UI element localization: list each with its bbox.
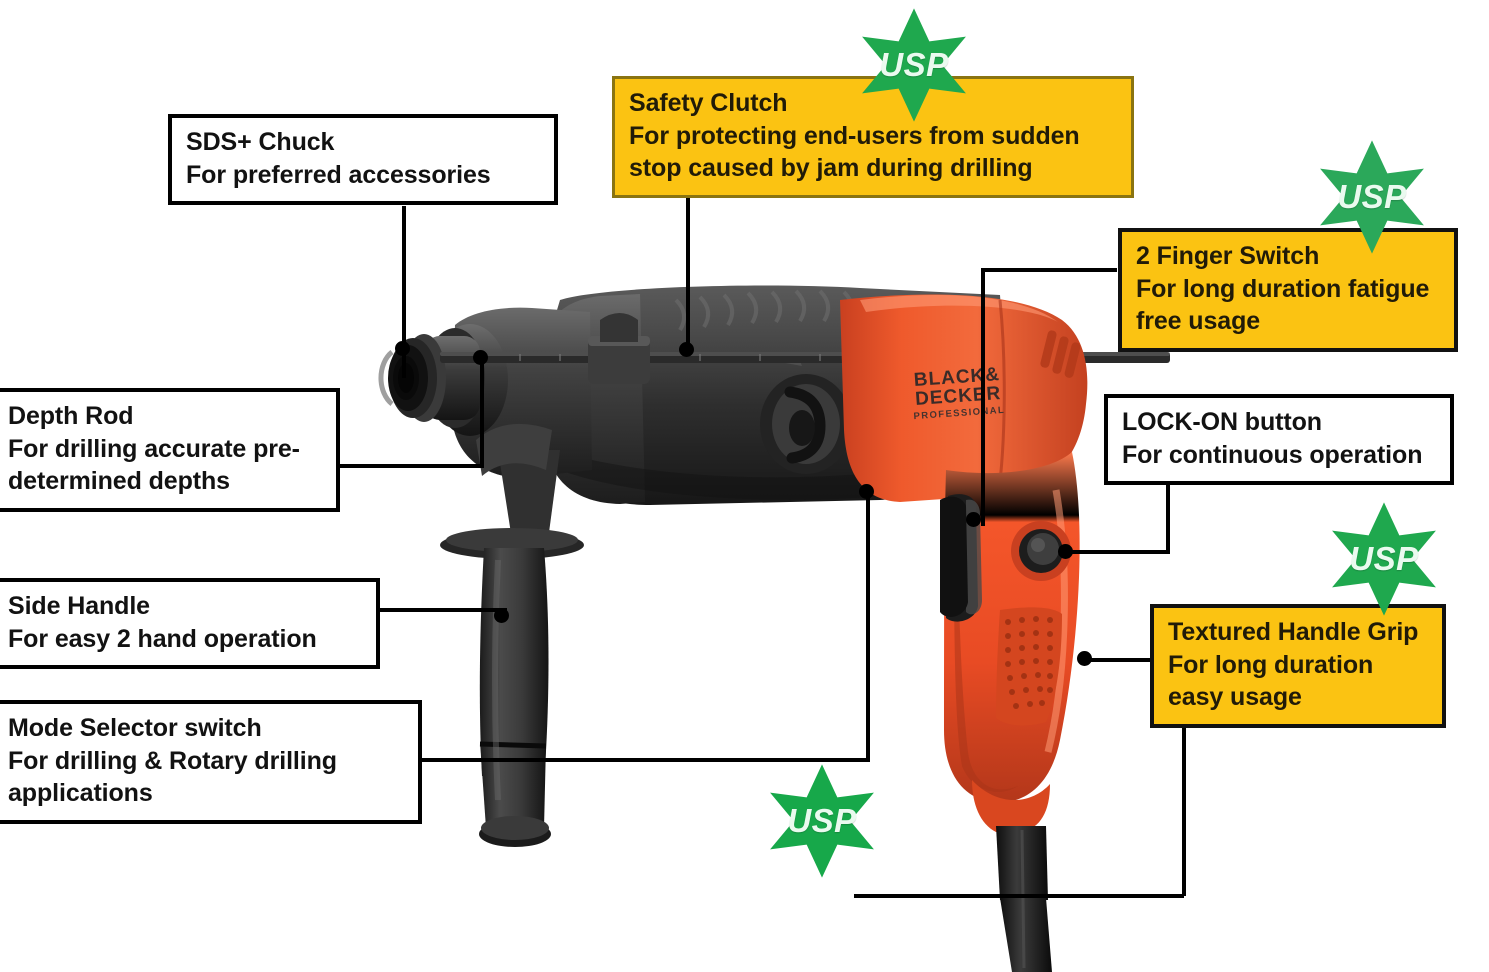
callout-safety-clutch-line-2: For protecting end-users from sudden — [629, 121, 1080, 150]
callout-mode-selector-switch[interactable]: Mode Selector switch For drilling & Rota… — [0, 700, 422, 824]
usp-badge-2-finger-switch: USP — [1294, 138, 1450, 256]
leader-line-depth-rod-v — [480, 360, 484, 466]
callout-2-finger-switch-line-3: free usage — [1136, 307, 1261, 335]
leader-line-safety-clutch — [686, 190, 690, 352]
leader-dot-2-finger-switch — [966, 512, 981, 527]
leader-line-mode-selector-h — [420, 758, 870, 762]
leader-line-side-handle-h — [377, 608, 507, 612]
leader-dot-sds-chuck — [395, 341, 410, 356]
leader-line-lock-on-h — [1066, 550, 1170, 554]
leader-line-2-finger-switch-h — [981, 268, 1117, 272]
callout-safety-clutch-line-1: Safety Clutch — [629, 89, 788, 117]
callout-safety-clutch-line-3: stop caused by jam during drilling — [629, 154, 1033, 182]
callout-side-handle-line-2: For easy 2 hand operation — [8, 624, 317, 653]
callout-mode-selector-line-3: applications — [8, 779, 153, 807]
callout-textured-grip-line-2: For long duration — [1168, 650, 1374, 679]
callout-2-finger-switch[interactable]: 2 Finger Switch For long duration fatigu… — [1118, 228, 1458, 352]
callout-side-handle[interactable]: Side Handle For easy 2 hand operation — [0, 578, 380, 669]
leader-dot-side-handle — [494, 608, 509, 623]
six-point-star-icon — [862, 8, 966, 122]
callout-depth-rod-line-1: Depth Rod — [8, 402, 134, 430]
leader-line-2-finger-switch-v — [981, 268, 985, 526]
six-point-star-icon — [770, 764, 874, 878]
callout-sds-chuck-line-1: SDS+ Chuck — [186, 128, 335, 156]
callout-textured-grip-line-1: Textured Handle Grip — [1168, 618, 1419, 646]
six-point-star-icon — [1332, 502, 1436, 616]
leader-dot-lock-on — [1058, 544, 1073, 559]
callout-side-handle-line-1: Side Handle — [8, 592, 150, 620]
callout-mode-selector-line-2: For drilling & Rotary drilling — [8, 746, 337, 775]
leader-line-lower-right-stub-v — [1182, 722, 1186, 896]
leader-line-mode-selector-v — [866, 492, 870, 760]
leader-line-lower-right-stub — [854, 894, 1184, 898]
callout-textured-grip-line-3: easy usage — [1168, 683, 1302, 711]
callout-safety-clutch[interactable]: Safety Clutch For protecting end-users f… — [612, 76, 1134, 198]
leader-dot-mode-selector — [859, 484, 874, 499]
leader-line-textured-grip-h — [1084, 658, 1156, 662]
callout-sds-chuck-line-2: For preferred accessories — [186, 160, 491, 189]
six-point-star-icon — [1320, 140, 1424, 254]
callout-lock-on-line-2: For continuous operation — [1122, 440, 1423, 469]
callout-depth-rod-line-3: determined depths — [8, 467, 230, 495]
usp-badge-mode-selector: USP — [744, 762, 900, 880]
leader-line-lock-on-v — [1166, 478, 1170, 552]
callout-sds-chuck[interactable]: SDS+ Chuck For preferred accessories — [168, 114, 558, 205]
usp-badge-safety-clutch: USP — [836, 6, 992, 124]
callout-lock-on-button[interactable]: LOCK-ON button For continuous operation — [1104, 394, 1454, 485]
leader-dot-depth-rod — [473, 350, 488, 365]
leader-line-sds-chuck — [402, 206, 406, 378]
callout-2-finger-switch-line-1: 2 Finger Switch — [1136, 242, 1320, 270]
callout-mode-selector-line-1: Mode Selector switch — [8, 714, 262, 742]
leader-line-depth-rod-h — [336, 464, 484, 468]
callout-2-finger-switch-line-2: For long duration fatigue — [1136, 274, 1430, 303]
callout-lock-on-line-1: LOCK-ON button — [1122, 408, 1322, 436]
callout-depth-rod-line-2: For drilling accurate pre- — [8, 434, 300, 463]
leader-dot-textured-grip — [1077, 651, 1092, 666]
callout-textured-handle-grip[interactable]: Textured Handle Grip For long duration e… — [1150, 604, 1446, 728]
usp-badge-textured-grip: USP — [1306, 500, 1462, 618]
leader-dot-safety-clutch — [679, 342, 694, 357]
callout-depth-rod[interactable]: Depth Rod For drilling accurate pre- det… — [0, 388, 340, 512]
